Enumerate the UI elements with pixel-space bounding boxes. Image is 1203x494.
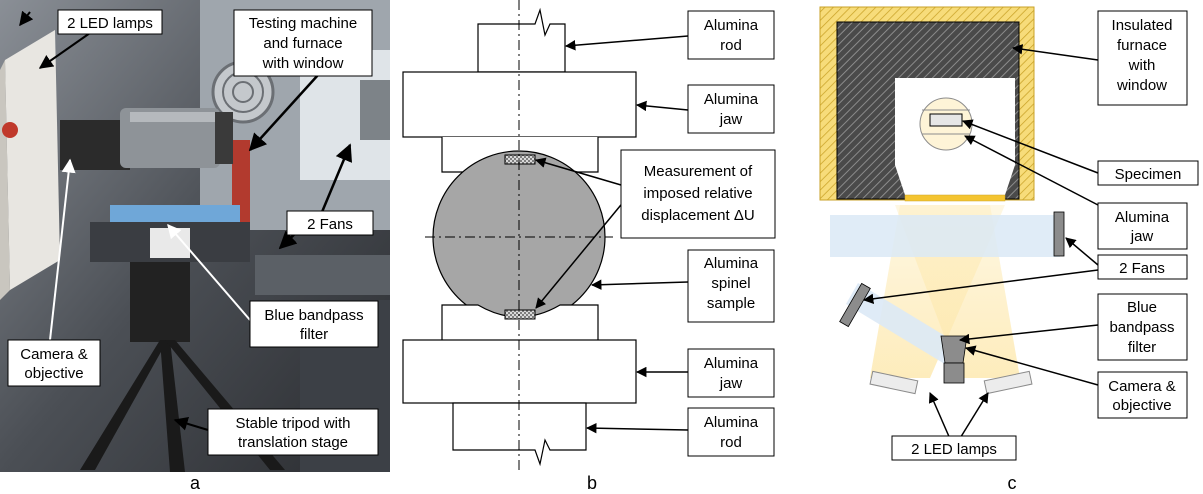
label-a-tripod-1: Stable tripod with [235, 415, 350, 432]
label-b-sample-2: spinel [711, 275, 750, 292]
label-b-rod-bot-2: rod [720, 434, 742, 451]
label-c-jaw-1: Alumina [1115, 209, 1170, 226]
label-a-tripod-2: translation stage [238, 434, 348, 451]
panel-b-arrows [534, 35, 689, 434]
label-c-filter-1: Blue [1127, 299, 1157, 316]
label-b-rod-top-1: Alumina [704, 17, 759, 34]
label-a-led-lamps: 2 LED lamps [67, 15, 153, 32]
label-a-fans: 2 Fans [307, 216, 353, 233]
specimen-box [929, 113, 963, 127]
label-b-rod-top-2: rod [720, 37, 742, 54]
label-c-furnace-2: furnace [1117, 37, 1167, 54]
label-a-filter-1: Blue bandpass [264, 307, 363, 324]
fan-right [1053, 211, 1065, 257]
label-b-sample-1: Alumina [704, 255, 759, 272]
label-b-jaw-top-2: jaw [719, 111, 743, 128]
label-c-filter-2: bandpass [1109, 319, 1174, 336]
fan-beam-left [846, 283, 960, 366]
led-lamp-left [869, 370, 919, 395]
panel-c-labels: Insulated furnace with window Specimen A… [891, 10, 1199, 461]
label-c-jaw-2: jaw [1130, 228, 1154, 245]
label-c-camera-1: Camera & [1108, 378, 1176, 395]
label-b-meas-1: Measurement of [644, 163, 753, 180]
label-c-furnace-1: Insulated [1112, 17, 1173, 34]
caption-c: c [1008, 473, 1017, 493]
label-c-filter-3: filter [1128, 339, 1156, 356]
label-a-testing-1: Testing machine [249, 15, 357, 32]
label-c-specimen: Specimen [1115, 166, 1182, 183]
label-a-testing-2: and furnace [263, 35, 342, 52]
label-c-fans: 2 Fans [1119, 260, 1165, 277]
panel-c-schematic [819, 6, 1065, 395]
camera-objective [943, 362, 965, 384]
caption-a: a [190, 473, 201, 493]
label-c-furnace-4: window [1116, 77, 1167, 94]
marker-bottom [504, 309, 536, 320]
label-a-camera-1: Camera & [20, 346, 88, 363]
label-b-sample-3: sample [707, 295, 755, 312]
fan-left [839, 282, 871, 328]
caption-b: b [587, 473, 597, 493]
label-c-furnace-3: with [1128, 57, 1156, 74]
fan-beam-top [830, 215, 1060, 257]
label-c-camera-2: objective [1112, 397, 1171, 414]
label-b-meas-2: imposed relative [643, 185, 752, 202]
panel-b-schematic [402, 0, 637, 470]
label-b-jaw-bot-1: Alumina [704, 355, 759, 372]
furnace-window [904, 194, 1006, 202]
panel-a-labels: 2 LED lamps Testing machine and furnace … [7, 9, 379, 456]
label-b-jaw-top-1: Alumina [704, 91, 759, 108]
label-a-testing-3: with window [262, 55, 344, 72]
panel-b-labels: Alumina rod Alumina jaw Measurement of i… [620, 10, 776, 457]
marker-top [504, 154, 536, 165]
label-a-camera-2: objective [24, 365, 83, 382]
bottom-jaw [402, 339, 637, 404]
label-b-rod-bot-1: Alumina [704, 414, 759, 431]
label-b-meas-3: displacement ΔU [641, 207, 754, 224]
label-c-led-lamps: 2 LED lamps [911, 441, 997, 458]
led-lamp-right [983, 370, 1033, 395]
panel-a-arrows [19, 10, 353, 431]
label-a-filter-2: filter [300, 326, 328, 343]
label-b-jaw-bot-2: jaw [719, 375, 743, 392]
